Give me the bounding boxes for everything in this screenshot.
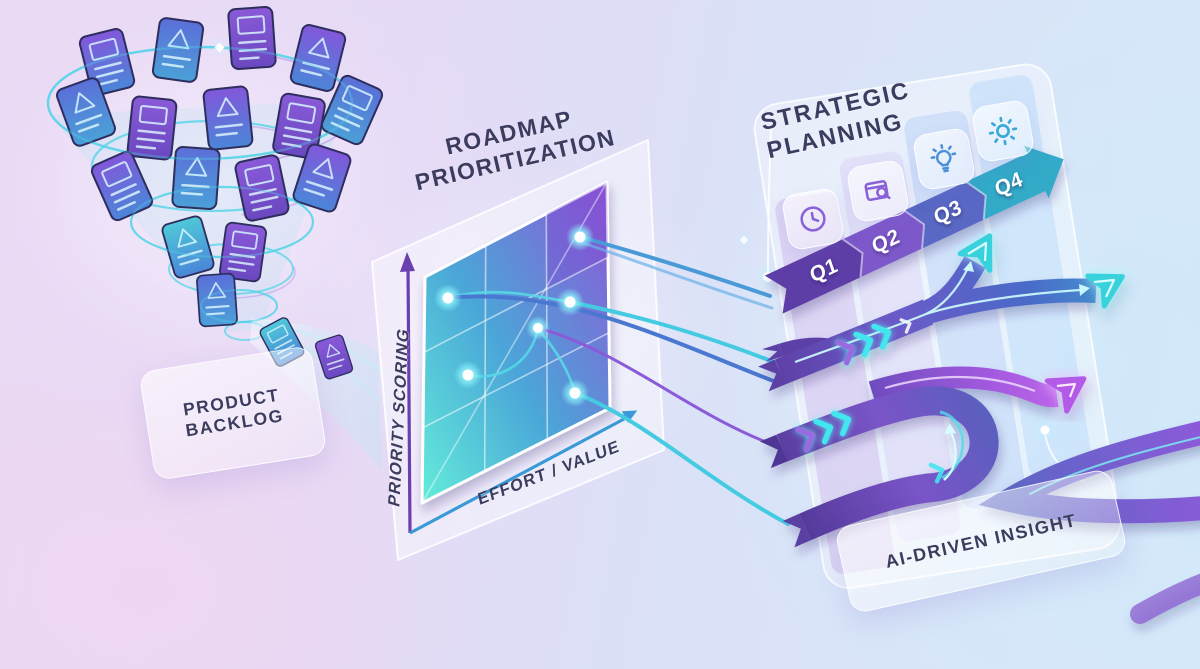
flow-curves <box>446 235 790 526</box>
ai-driven-insight-label: AI-DRIVEN INSIGHT <box>883 509 1079 572</box>
clock-icon <box>800 206 826 232</box>
ribbon-q4 <box>965 145 1064 220</box>
insight-arrow <box>868 366 1087 414</box>
ribbon-q3 <box>904 181 986 249</box>
lightbulb-icon <box>930 144 957 173</box>
gear-icon <box>988 116 1018 146</box>
connector-node-2 <box>1040 425 1050 435</box>
document-search-icon <box>864 180 891 202</box>
ribbon-q1 <box>764 239 863 314</box>
gear-tile <box>970 98 1036 164</box>
uturn-ribbon <box>759 386 999 548</box>
document-search-tile <box>845 158 911 224</box>
quarter-ribbon <box>764 145 1064 314</box>
lightbulb-tile <box>911 126 977 192</box>
split-arrow <box>758 233 1125 392</box>
clock-tile <box>780 186 846 252</box>
matrix-data-points <box>434 223 594 407</box>
matrix-axes <box>400 252 638 535</box>
ribbon-q2 <box>842 210 925 278</box>
